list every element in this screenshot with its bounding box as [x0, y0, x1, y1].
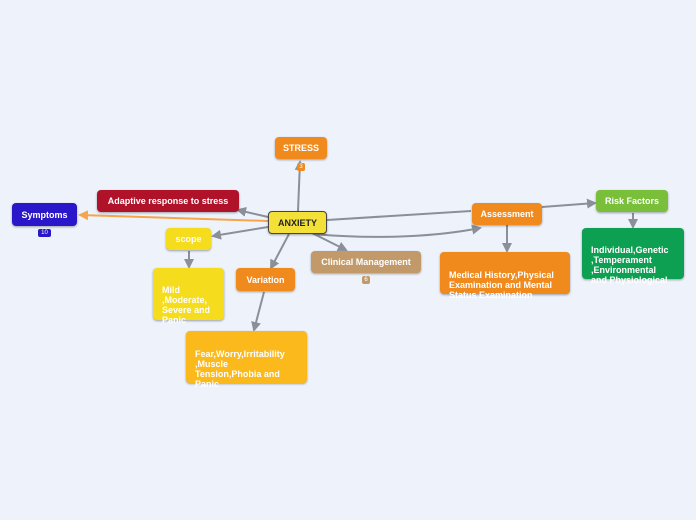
edge-anxiety-assessment	[326, 210, 472, 221]
risk-factors-detail-label: Individual,Genetic ,Temperament ,Environ…	[591, 245, 669, 285]
edge-anxiety-symptoms	[78, 210, 269, 222]
variation-node[interactable]: Variation	[236, 268, 295, 291]
edge-assessment-risk	[541, 198, 597, 209]
scope-label: scope	[175, 234, 202, 244]
variation-label: Variation	[246, 274, 285, 285]
edge-anxiety-variation	[270, 233, 290, 270]
anxiety-node[interactable]: ANXIETY	[268, 211, 327, 234]
stress-badge: 3	[297, 163, 305, 171]
stress-label: STRESS	[282, 143, 319, 153]
clinical-management-badge: 6	[362, 276, 370, 284]
edge-variation-detail	[251, 291, 265, 332]
symptoms-node[interactable]: Symptoms	[12, 203, 77, 226]
clinical-management-label: Clinical Management	[321, 257, 411, 267]
adaptive-response-node[interactable]: Adaptive response to stress	[97, 190, 239, 212]
assessment-detail-node[interactable]: Medical History,Physical Examination and…	[440, 252, 570, 300]
symptoms-label: Symptoms	[21, 209, 68, 220]
risk-factors-detail-node[interactable]: Individual,Genetic ,Temperament ,Environ…	[582, 228, 684, 285]
risk-factors-label: Risk Factors	[604, 196, 660, 206]
edge-anxiety-scope	[211, 226, 269, 240]
anxiety-label: ANXIETY	[277, 217, 317, 228]
adaptive-response-label: Adaptive response to stress	[107, 196, 229, 206]
edge-anxiety-assessment-curve	[312, 224, 482, 238]
scope-detail-label: Mild ,Moderate, Severe and Panic	[162, 285, 211, 325]
symptoms-badge: 10	[38, 229, 51, 237]
assessment-node[interactable]: Assessment	[472, 203, 542, 225]
risk-factors-node[interactable]: Risk Factors	[596, 190, 668, 212]
clinical-management-node[interactable]: Clinical Management	[311, 251, 421, 273]
variation-detail-label: Fear,Worry,Irritability ,Muscle Tension,…	[195, 349, 285, 389]
stress-node[interactable]: STRESS	[275, 137, 327, 159]
assessment-detail-label: Medical History,Physical Examination and…	[449, 270, 554, 300]
scope-detail-node[interactable]: Mild ,Moderate, Severe and Panic	[153, 268, 224, 325]
variation-detail-node[interactable]: Fear,Worry,Irritability ,Muscle Tension,…	[186, 331, 307, 389]
scope-node[interactable]: scope	[166, 228, 211, 250]
assessment-label: Assessment	[480, 209, 534, 219]
edge-anxiety-clinical	[311, 232, 348, 251]
edge-anxiety-adaptive	[236, 206, 269, 218]
